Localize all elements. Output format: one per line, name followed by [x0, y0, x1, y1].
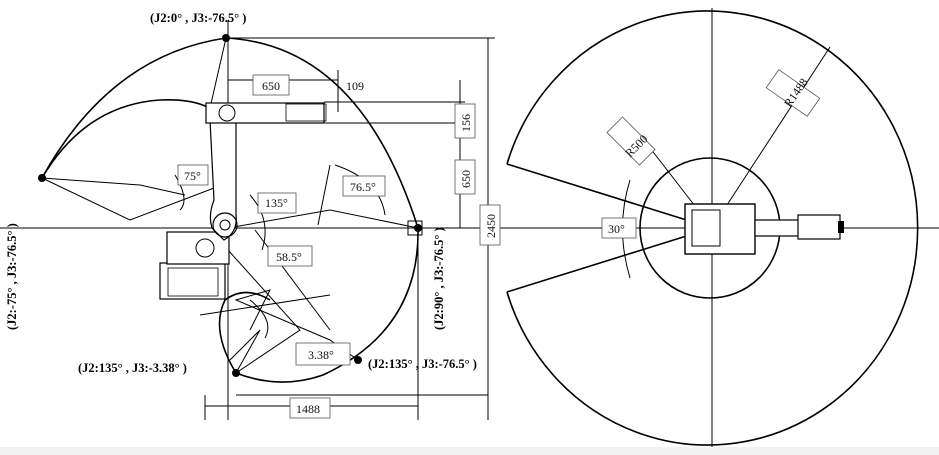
pose-point-bottom-left: [232, 369, 240, 377]
angle-3-38: 3.38°: [308, 348, 334, 362]
guide-line-a: [199, 294, 331, 316]
angle-30: 30°: [608, 222, 625, 236]
angle-58-5: 58.5°: [276, 250, 302, 264]
pose-label-top: (J2:0° , J3:-76.5° ): [150, 11, 246, 25]
pose-point-left: [38, 174, 46, 182]
angle-box-135: [257, 192, 297, 214]
angle-arc-75: [174, 174, 185, 211]
top-wrist: [797, 214, 841, 240]
angle-76-5: 76.5°: [350, 180, 376, 194]
pose-point-top: [222, 34, 230, 42]
dim-2450: 2450: [484, 214, 498, 238]
pose-left-link: [41, 177, 223, 221]
dim-650-side: 650: [459, 170, 473, 188]
top-turret: [691, 209, 721, 247]
angle-box-75: [177, 164, 209, 186]
j3-joint: [218, 104, 236, 122]
j2-joint: [212, 212, 238, 238]
pose-bottom-left-link: [227, 249, 301, 374]
angle-box-30: [601, 217, 637, 239]
dim-650-top: 650: [262, 79, 280, 93]
j1-motor: [195, 238, 215, 258]
angle-box-3-38: [295, 342, 351, 366]
pose-label-right: (J2:90° , J3:-76.5° ): [432, 227, 446, 330]
r500-box: [606, 116, 656, 166]
dim-156: 156: [459, 114, 473, 132]
base-block: [159, 262, 226, 300]
guide-line-b: [317, 164, 331, 226]
pose-bottom-link-b: [229, 329, 261, 374]
dim-109: 109: [346, 79, 364, 93]
top-arm: [754, 219, 801, 237]
pose-top-link: [209, 37, 230, 109]
angle-box-58-5: [267, 245, 313, 267]
top-view: R500 R1488 30°: [505, 8, 939, 447]
base-inner: [167, 267, 219, 297]
pose-label-bottom-left: (J2:135° , J3:-3.38° ): [78, 361, 187, 375]
wedge-edge-upper: [506, 163, 713, 229]
outer-envelope-r1488: [506, 10, 919, 446]
pose-point-bottom-right: [354, 356, 362, 364]
pose-label-bottom-right: (J2:135° , J3:-76.5° ): [368, 357, 477, 371]
top-flange: [838, 221, 844, 233]
bottom-strip: [0, 447, 939, 455]
angle-75: 75°: [184, 169, 201, 183]
angle-box-76-5: [342, 175, 386, 197]
wedge-edge-lower: [506, 227, 713, 293]
upper-arm: [205, 102, 325, 124]
pose-point-right: [414, 224, 422, 232]
r1488-box: [765, 69, 821, 117]
inner-arc-lower: [218, 291, 271, 374]
pose-label-left: (J2:-75° , J3:-76.5° ): [5, 223, 19, 330]
outer-reach-envelope: [41, 37, 419, 383]
dim-box-650-side: [454, 159, 476, 195]
lower-arm: [209, 119, 237, 241]
radius-leader-r1488: [711, 46, 831, 229]
turret: [166, 231, 230, 265]
wrist: [285, 103, 327, 122]
dim-box-156: [454, 103, 476, 139]
pose-right-link: [227, 209, 419, 229]
pose-left-link-2: [41, 177, 186, 196]
dim-box-2450: [479, 204, 501, 246]
angle-135: 135°: [265, 196, 288, 210]
side-view: 650 109 156 650 2450 1488 75° 135° 76.5°…: [0, 11, 505, 420]
dim-1488: 1488: [296, 402, 320, 416]
robot-side-body: [159, 102, 423, 300]
dim-box-650-top: [252, 74, 290, 96]
guide-line-c: [254, 229, 331, 331]
angle-arc-58: [249, 299, 269, 339]
dim-box-1488: [289, 397, 331, 419]
robot-top-body: [684, 203, 844, 255]
j2-hub: [219, 219, 231, 231]
